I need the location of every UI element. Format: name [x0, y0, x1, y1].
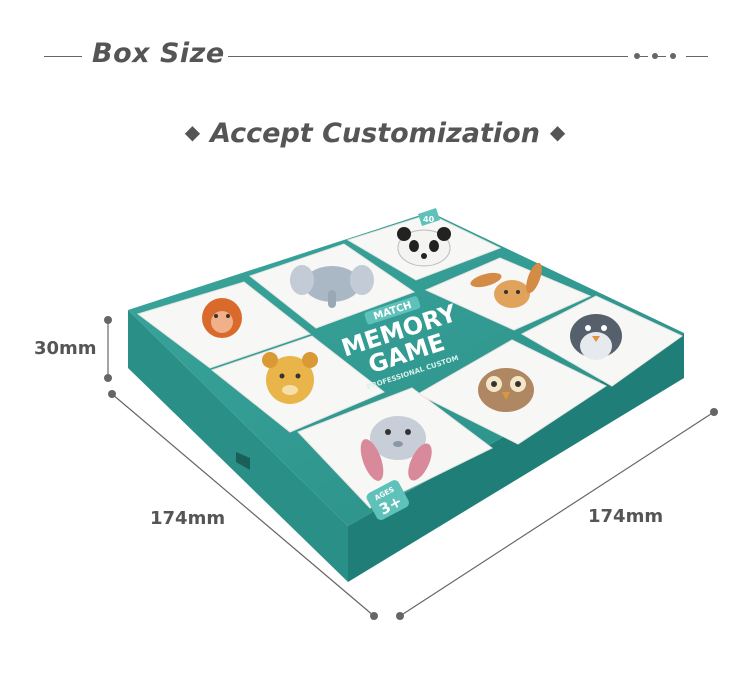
bunny-card — [297, 387, 493, 509]
height-dimension: 30mm — [34, 316, 112, 382]
width-dimension: 174mm — [396, 408, 718, 620]
heading-rule-left — [44, 56, 82, 57]
dotted-ornament — [630, 50, 686, 62]
penguin-card — [520, 295, 683, 387]
heading-rule-end — [686, 56, 708, 57]
panda-card — [346, 213, 502, 281]
fawn-card — [424, 257, 592, 331]
box-left-side — [128, 310, 348, 582]
ornament-dot — [670, 53, 676, 59]
box-right-side — [348, 333, 684, 582]
width-label: 174mm — [588, 506, 663, 527]
depth-label: 174mm — [150, 508, 225, 529]
section-title: Box Size — [92, 38, 225, 69]
box-size-heading: Box Size — [0, 36, 750, 76]
diamond-icon: ◆ — [184, 120, 201, 144]
ornament-dot — [652, 53, 658, 59]
card-count: 40 — [423, 215, 435, 224]
elephant-card — [248, 243, 416, 329]
diamond-icon: ◆ — [549, 120, 566, 144]
game-box: 40 MATCH MEMORY GAME PROFESSIONAL CUSTOM — [128, 208, 684, 582]
owl-card — [416, 339, 608, 445]
age-badge: AGES 3+ — [366, 480, 409, 520]
customization-subtitle: ◆ Accept Customization ◆ — [0, 118, 750, 149]
subtitle-text: Accept Customization — [210, 118, 540, 149]
orangutan-card — [136, 281, 312, 369]
height-label: 30mm — [34, 338, 97, 359]
count-badge: 40 — [418, 208, 440, 226]
depth-dimension: 174mm — [108, 390, 378, 620]
ornament-dot — [634, 53, 640, 59]
lion-cub-card — [210, 335, 385, 433]
heading-rule-right — [228, 56, 628, 57]
